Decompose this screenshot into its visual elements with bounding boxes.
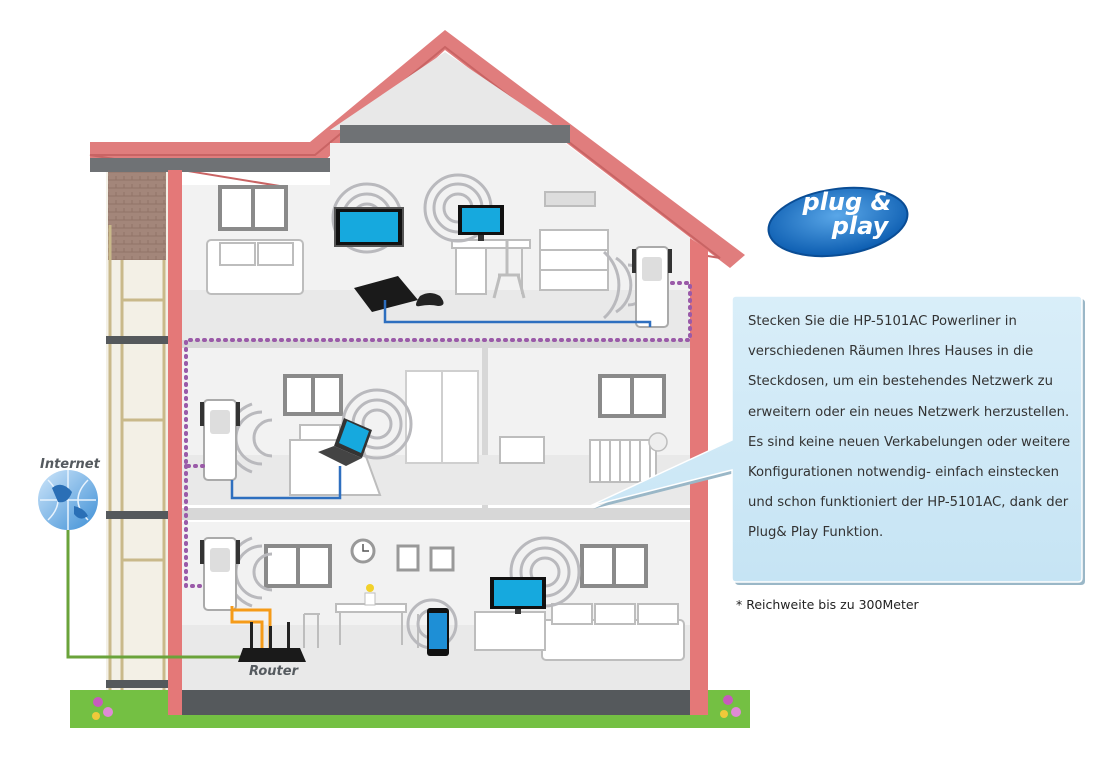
internet-label: Internet: [40, 457, 100, 472]
balcony-tower: [106, 170, 168, 690]
ethernet-cable-blue-middle: [230, 466, 342, 500]
powerline-adapter-icon: [200, 246, 672, 611]
powerline-dotted-path: [184, 281, 692, 588]
callout-bubble: [589, 295, 1085, 585]
smartphone-icon: [427, 608, 449, 656]
game-console-icon: [354, 276, 444, 312]
globe-icon: [38, 470, 98, 530]
sofa-icon: [206, 239, 685, 661]
tv-icon: [334, 205, 546, 614]
ethernet-cable-green: [66, 530, 243, 659]
room-divider: [482, 348, 488, 508]
laptop-icon: [318, 418, 372, 466]
logo-line-2: play: [831, 212, 889, 240]
router-label: Router: [249, 664, 298, 679]
range-footnote: * Reichweite bis zu 300Meter: [736, 597, 919, 612]
callout-text: Stecken Sie die HP-5101AC Powerliner in …: [748, 314, 1071, 541]
picture-frame: [429, 546, 455, 572]
flowers: [92, 695, 741, 720]
plug-and-play-logo: [767, 186, 909, 258]
brick-panel: [108, 172, 166, 260]
router-icon: [238, 622, 306, 662]
desk-icon: [451, 191, 609, 295]
cabinet: [499, 436, 545, 464]
ethernet-cable-blue-top: [383, 300, 652, 327]
teddy-bear-icon: [648, 432, 668, 452]
window-icon: [218, 185, 666, 588]
plug-and-play-logo-text: plug & play: [782, 190, 912, 238]
logo-line-1: plug &: [802, 188, 892, 216]
picture-frame: [396, 544, 420, 572]
left-wall: [168, 170, 182, 715]
tv-stand: [474, 611, 546, 651]
crib-icon: [589, 439, 657, 483]
chair: [492, 240, 526, 299]
flower-vase-icon: [364, 584, 376, 606]
